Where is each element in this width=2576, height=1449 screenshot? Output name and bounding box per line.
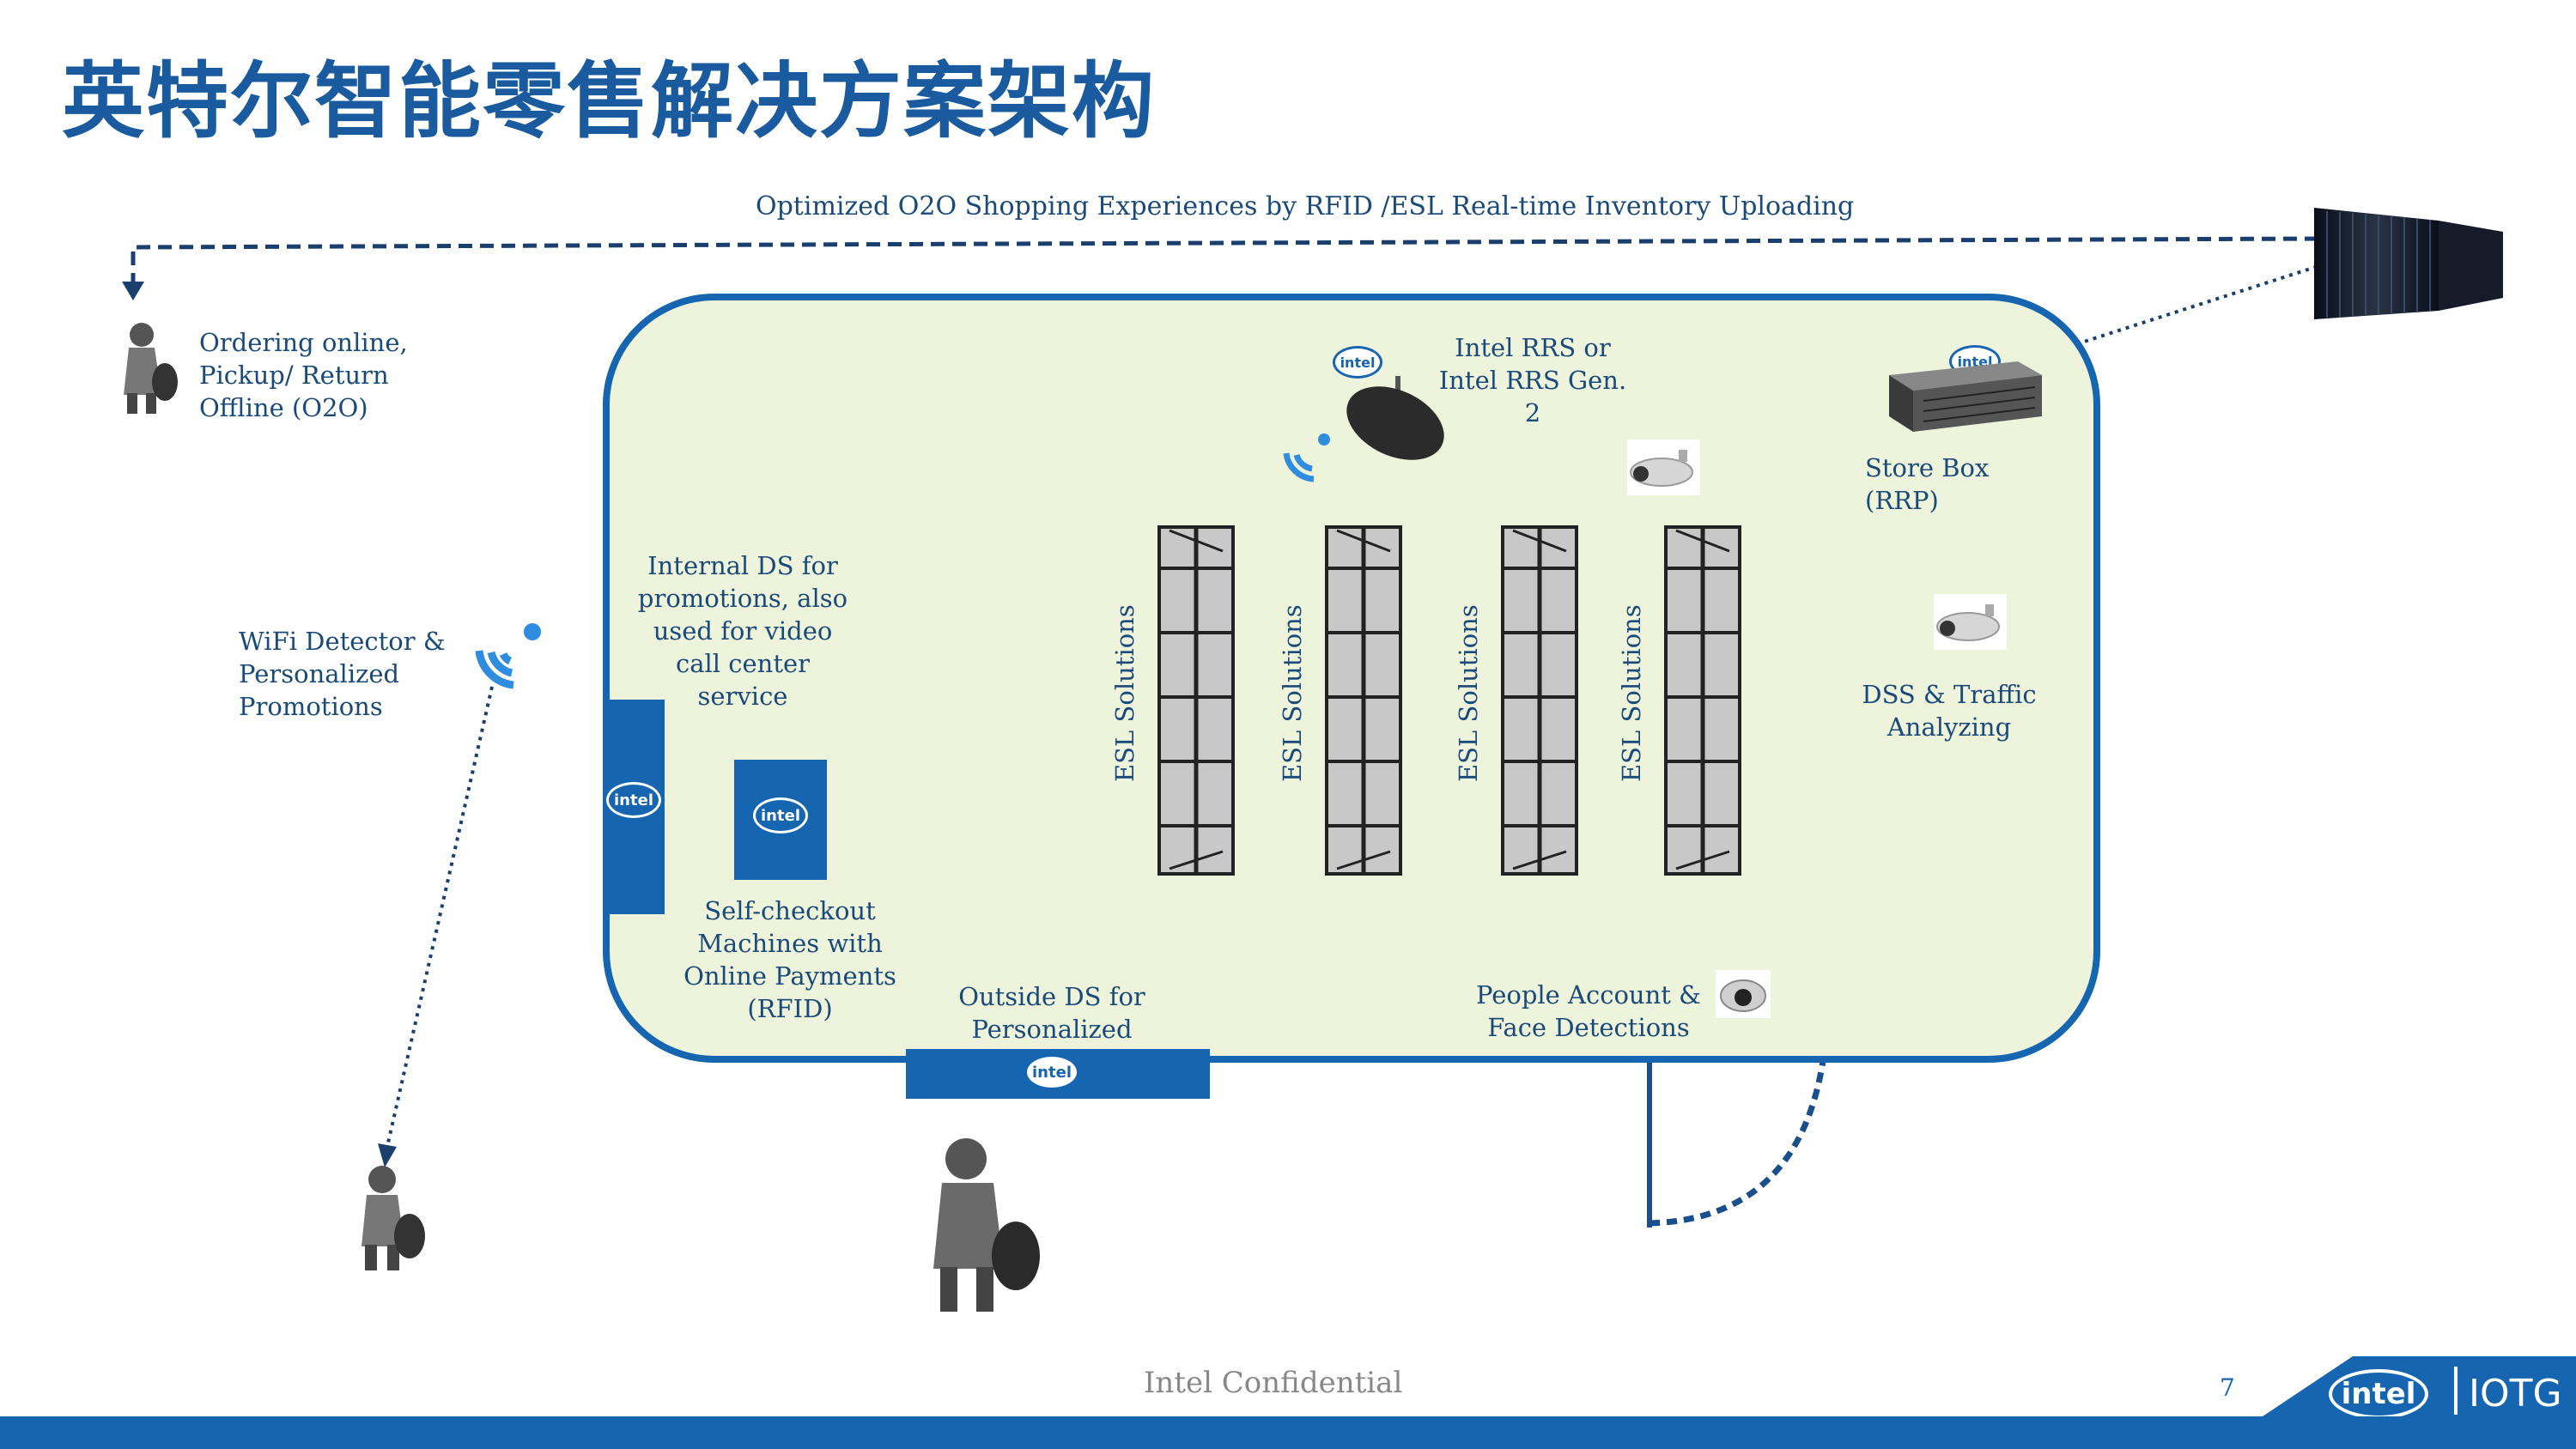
dss-label: DSS & Traffic Analyzing (1862, 680, 2037, 742)
shelf-label: ESL Solutions (1110, 604, 1139, 782)
shelf-label: ESL Solutions (1278, 604, 1307, 782)
wifi-customer-line (385, 686, 494, 1151)
page-title: 英特尔智能零售解决方案架构 (62, 53, 1156, 149)
store-box-label: Store Box (RRP) (1865, 453, 1990, 515)
self-checkout-label: Self-checkout Machines with Online Payme… (683, 896, 896, 1023)
intel-logo-icon: intel (606, 782, 661, 818)
outside-ds-panel: intel (906, 1049, 1210, 1099)
wifi-arrow-head (378, 1143, 397, 1167)
o2o-arrow-head (122, 282, 144, 300)
rrs-label: Intel RRS or Intel RRS Gen. 2 (1438, 333, 1627, 427)
dss-camera-icon (1934, 594, 2007, 650)
shelf-icon (1501, 525, 1578, 876)
camera-icon (1627, 440, 1700, 495)
intel-logo-icon: intel (753, 797, 808, 834)
intel-logo-icon: intel (1024, 1054, 1079, 1090)
footer-bar (0, 1416, 2576, 1449)
confidential-label: Intel Confidential (1144, 1366, 1403, 1400)
footer-divider (2454, 1367, 2458, 1415)
shelf-unit: ESL Solutions (1606, 525, 1777, 877)
shelf-icon (1325, 525, 1402, 876)
page-number: 7 (2220, 1373, 2235, 1402)
banner-text: Optimized O2O Shopping Experiences by RF… (756, 191, 1855, 221)
internal-ds-label: Internal DS for promotions, also used fo… (637, 551, 848, 711)
shelf-label: ESL Solutions (1617, 604, 1646, 782)
shelf-unit: ESL Solutions (1443, 525, 1614, 877)
shelf-area: ESL Solutions ESL Solutions ESL Solution… (1099, 525, 1838, 877)
internal-ds-panel: intel (603, 700, 665, 914)
wifi-label: WiFi Detector & Personalized Promotions (239, 627, 446, 721)
self-checkout-machine: intel (734, 760, 827, 880)
o2o-label: Ordering online, Pickup/ Return Offline … (199, 328, 408, 422)
o2o-dashed-line (131, 236, 2319, 296)
store-box-icon (1889, 361, 2042, 432)
shelf-unit: ESL Solutions (1267, 525, 1438, 877)
dome-camera-icon (1716, 970, 1771, 1018)
storebox-cloud-line (2051, 264, 2319, 354)
customer-icon (361, 1166, 425, 1270)
intel-brand-logo: intel (2329, 1369, 2428, 1419)
wifi-detector-icon (475, 623, 541, 689)
intel-logo-icon: intel (1333, 346, 1382, 379)
shelf-label: ESL Solutions (1454, 604, 1483, 782)
people-label: People Account & Face Detections (1476, 980, 1701, 1042)
server-rack-icon (2314, 208, 2503, 319)
shelf-unit: ESL Solutions (1099, 525, 1271, 877)
rrs-reader-icon (1346, 376, 1444, 460)
division-label: IOTG (2469, 1372, 2562, 1416)
shelf-icon (1664, 525, 1741, 876)
door-swing (1649, 1048, 1828, 1227)
shopper-icon (933, 1138, 1040, 1312)
customer-o2o-icon (124, 323, 178, 414)
wifi-icon (1283, 433, 1330, 482)
shelf-icon (1157, 525, 1235, 876)
